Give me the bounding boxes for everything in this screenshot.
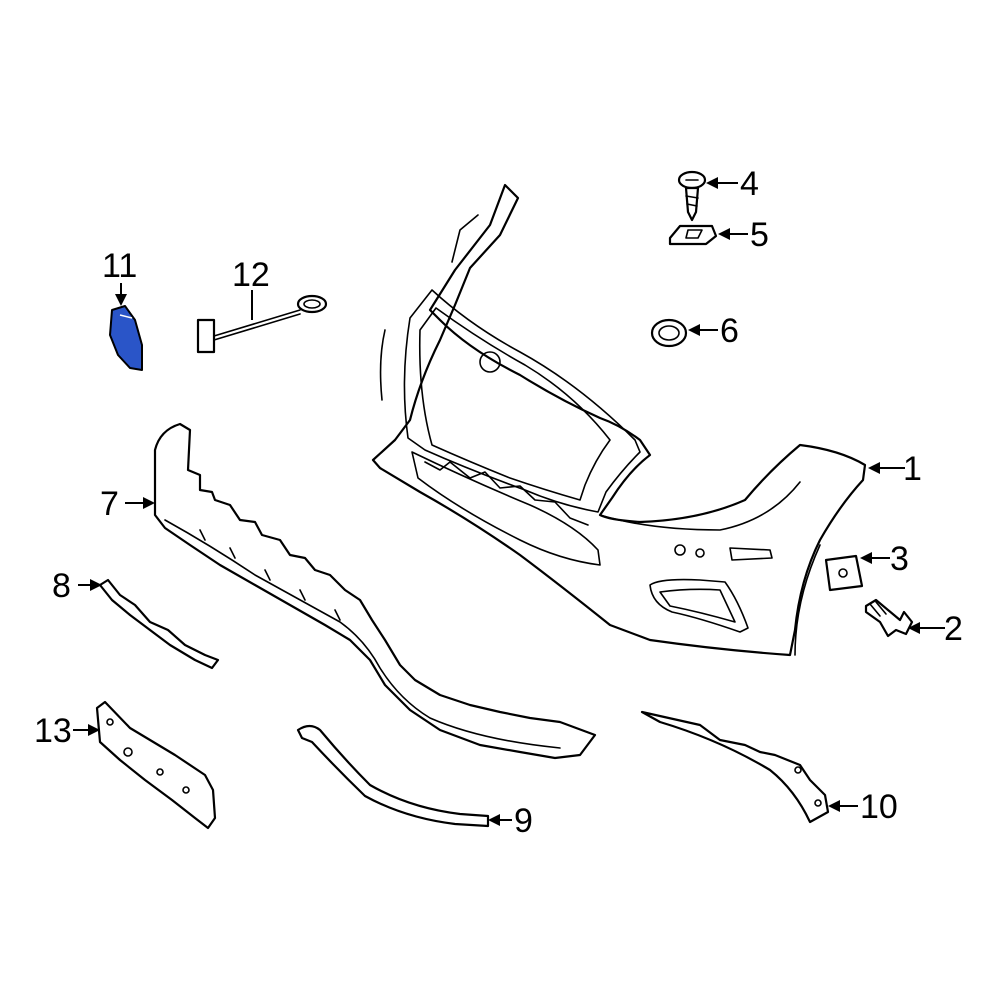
callout-1: 1 [903,450,922,488]
callout-2: 2 [944,610,963,648]
left-trim-strip-part[interactable] [98,578,220,670]
tow-hook-cover-part[interactable] [109,305,143,371]
license-plate-bracket-part[interactable] [95,700,217,830]
callout-9: 9 [514,802,533,840]
callout-4: 4 [740,165,759,203]
right-trim-strip-part[interactable] [640,710,830,824]
callout-12: 12 [232,256,270,294]
clip-nut-part[interactable] [824,554,864,592]
screw-part[interactable] [677,170,707,222]
callout-7: 7 [100,485,119,523]
bolt-part[interactable] [864,598,914,638]
callout-labels: 1 2 3 4 5 6 7 8 9 10 11 12 13 [34,165,963,840]
callout-3: 3 [890,540,909,578]
tow-eye-cable-part[interactable] [196,294,328,354]
callout-11: 11 [102,247,137,285]
bracket-clip-part[interactable] [668,224,718,246]
callout-6: 6 [720,312,739,350]
callout-leaders [73,177,945,826]
bumper-cover-part[interactable] [371,183,867,657]
callout-5: 5 [750,216,769,254]
lower-spoiler-part[interactable] [153,422,597,760]
callout-8: 8 [52,567,71,605]
center-trim-molding-part[interactable] [296,724,490,828]
callout-13: 13 [34,712,72,750]
callout-10: 10 [860,788,898,826]
grommet-ring-part[interactable] [650,318,688,348]
